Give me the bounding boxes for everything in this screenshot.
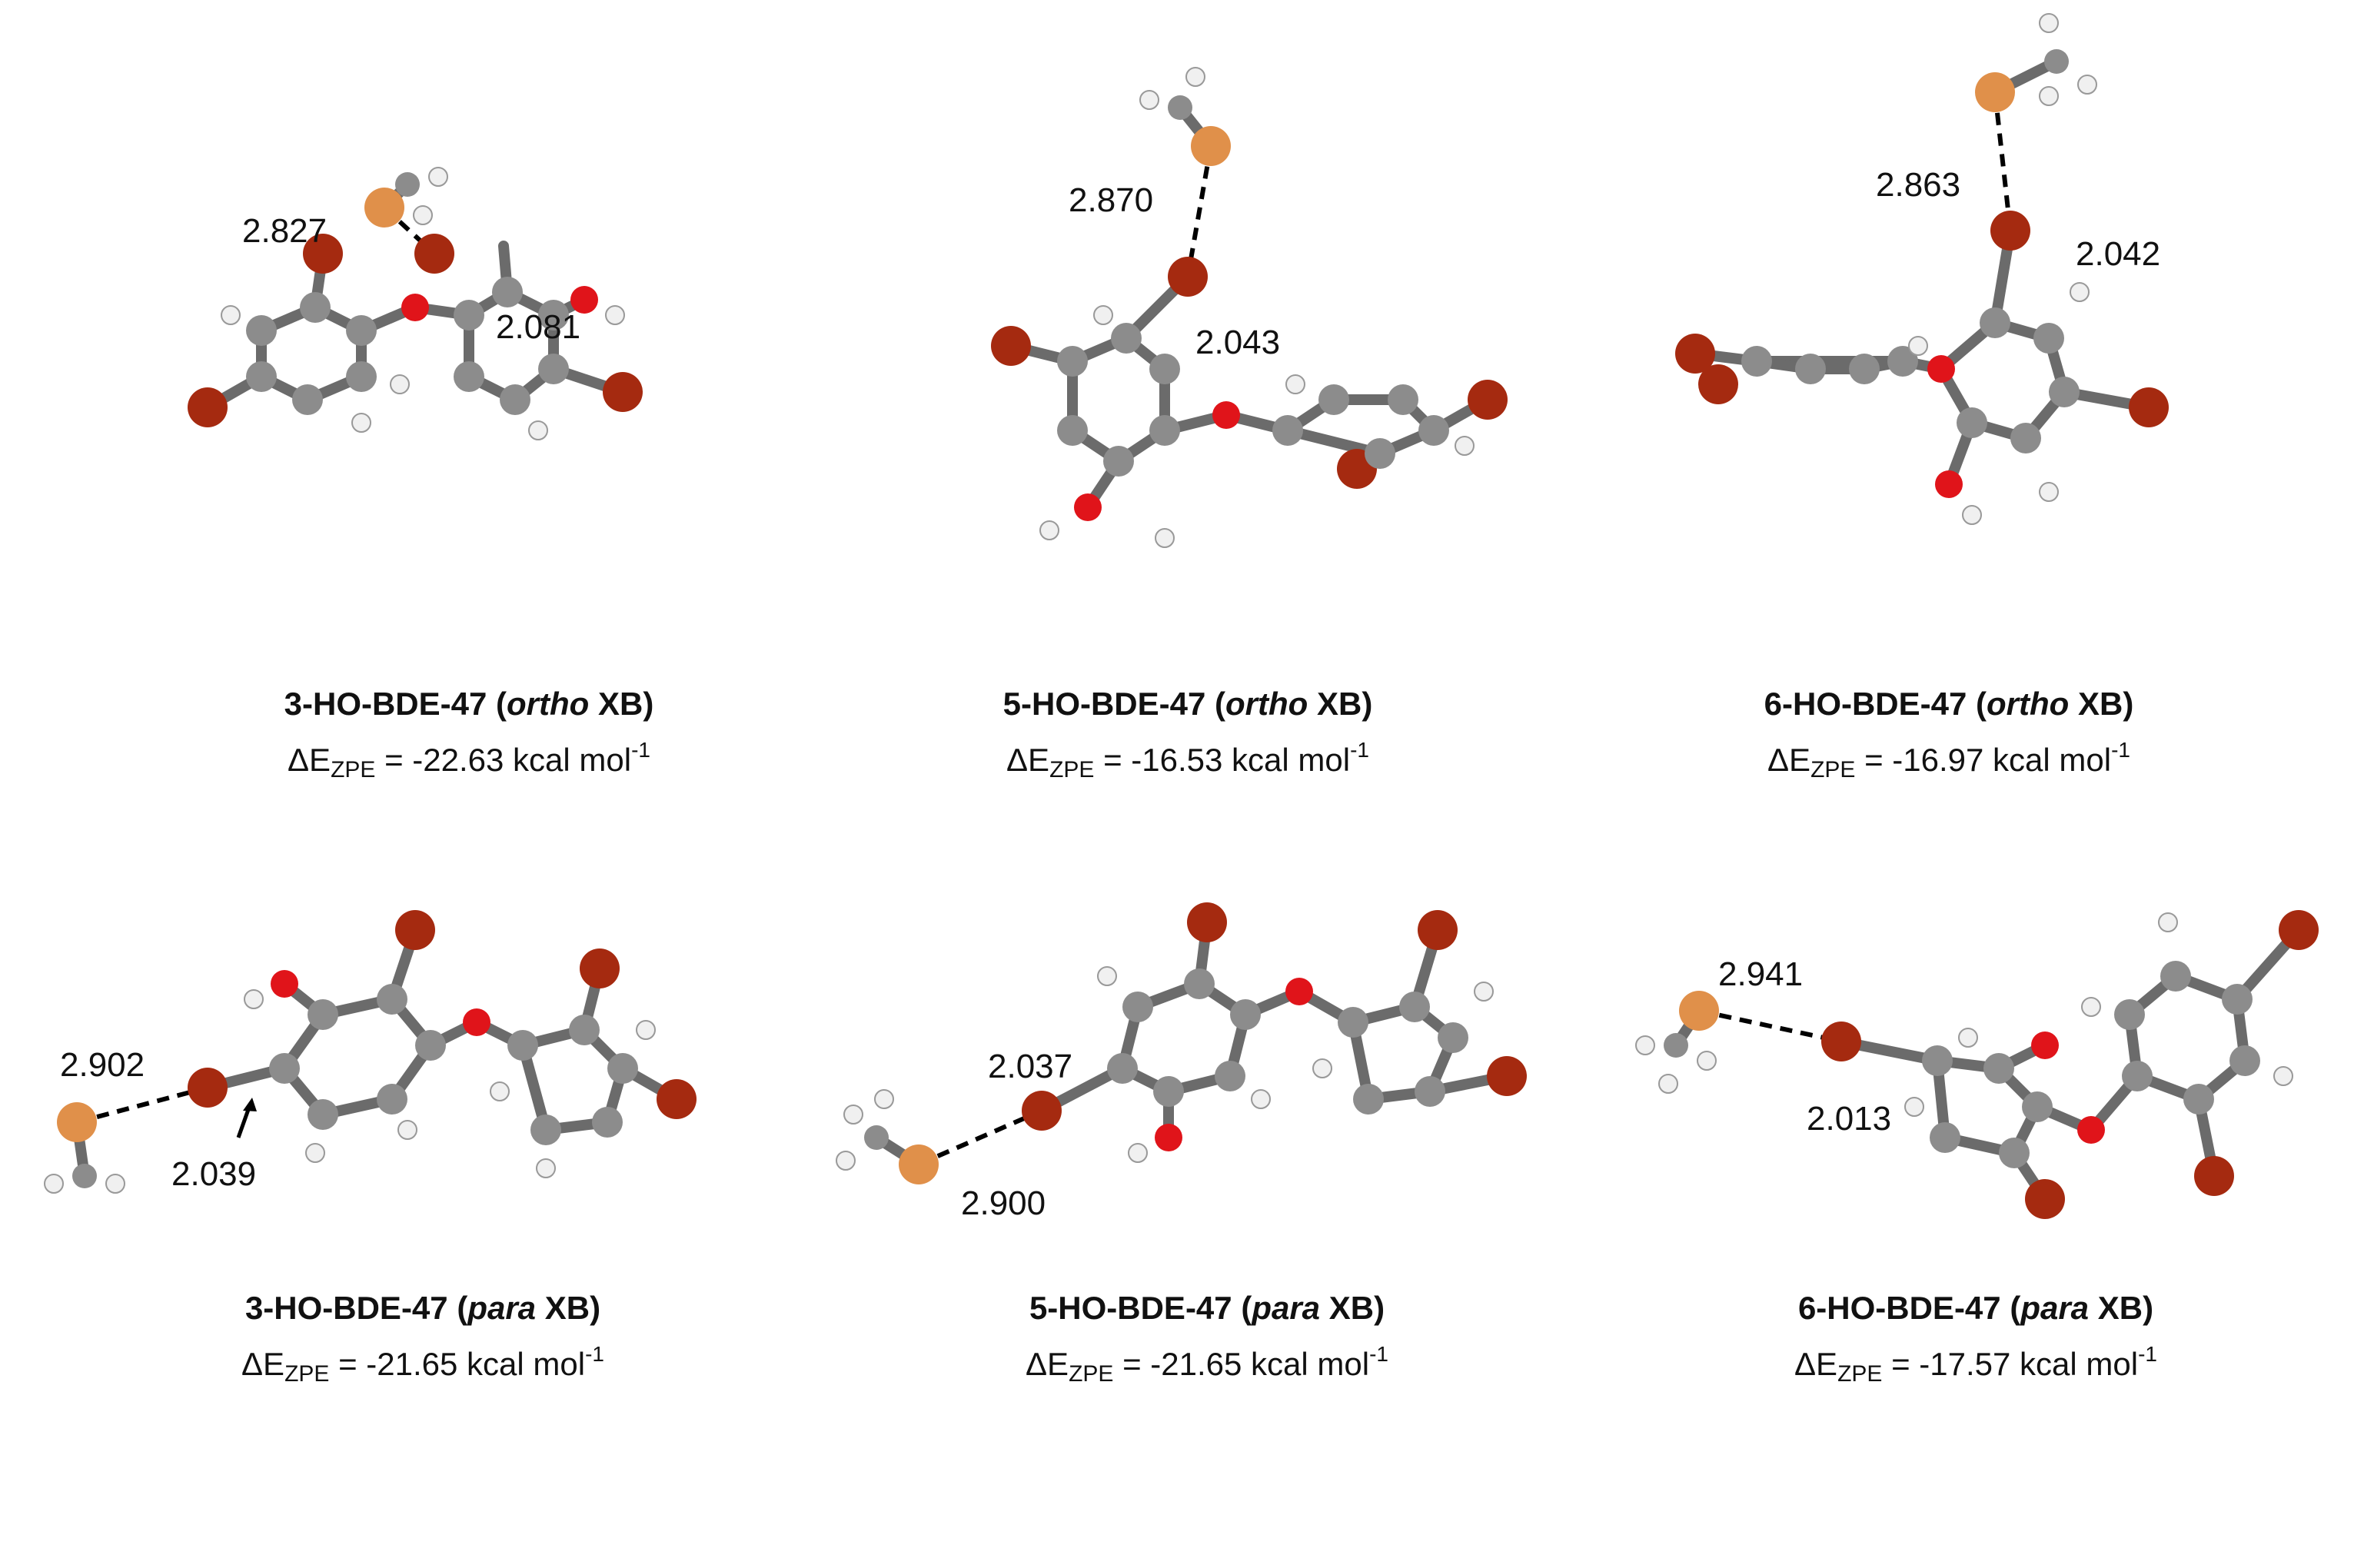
caption-title: 3-HO-BDE-47 (ortho XB) xyxy=(284,686,654,722)
distance-cbr-label: 2.013 xyxy=(1807,1100,1891,1138)
panel-5-ho-bde-47-para: 2.037 2.900 5-HO-BDE-47 (para XB) ΔEZPE … xyxy=(815,876,1599,1568)
panel-3-ho-bde-47-para: 2.902 2.039 3-HO-BDE-47 (para XB) ΔEZPE … xyxy=(31,876,815,1568)
caption: 6-HO-BDE-47 (ortho XB) ΔEZPE = -16.97 kc… xyxy=(1557,684,2341,790)
caption: 5-HO-BDE-47 (ortho XB) ΔEZPE = -16.53 kc… xyxy=(796,684,1580,790)
caption: 5-HO-BDE-47 (para XB) ΔEZPE = -21.65 kca… xyxy=(815,1288,1599,1394)
panel-6-ho-bde-47-ortho: 2.863 2.042 6-HO-BDE-47 (ortho XB) ΔEZPE… xyxy=(1557,0,2341,782)
distance-xb-label: 2.941 xyxy=(1718,955,1803,993)
caption-title: 5-HO-BDE-47 (ortho XB) xyxy=(1002,686,1373,722)
caption-energy: ΔEZPE = -21.65 kcal mol-1 xyxy=(241,1342,604,1387)
caption: 3-HO-BDE-47 (para XB) ΔEZPE = -21.65 kca… xyxy=(31,1288,815,1394)
distance-xb-label: 2.827 xyxy=(242,212,327,250)
molecule-6-ho-ortho: 2.863 2.042 xyxy=(1675,13,2169,525)
caption-energy: ΔEZPE = -16.53 kcal mol-1 xyxy=(1006,738,1369,782)
panel-5-ho-bde-47-ortho: 2.870 2.043 5-HO-BDE-47 (ortho XB) ΔEZPE… xyxy=(796,0,1580,782)
caption-energy: ΔEZPE = -16.97 kcal mol-1 xyxy=(1767,738,2130,782)
molecule-5-ho-ortho: 2.870 2.043 xyxy=(991,67,1508,548)
distance-xb-label: 2.870 xyxy=(1069,181,1153,219)
distance-xb-label: 2.902 xyxy=(60,1046,145,1084)
distance-cbr-label: 2.037 xyxy=(988,1048,1072,1085)
distance-cbr-label: 2.043 xyxy=(1195,324,1280,361)
caption-energy: ΔEZPE = -22.63 kcal mol-1 xyxy=(287,738,650,782)
distance-cbr-label: 2.039 xyxy=(171,1155,256,1193)
panel-6-ho-bde-47-para: 2.941 2.013 6-HO-BDE-47 (para XB) ΔEZPE … xyxy=(1584,876,2368,1568)
molecule-5-ho-para: 2.037 2.900 xyxy=(836,902,1527,1222)
caption-title: 5-HO-BDE-47 (para XB) xyxy=(1029,1290,1385,1326)
caption-title: 6-HO-BDE-47 (ortho XB) xyxy=(1764,686,2134,722)
caption-energy: ΔEZPE = -21.65 kcal mol-1 xyxy=(1025,1342,1388,1387)
figure: 2.827 2.081 3-HO-BDE-47 (ortho XB) ΔEZPE… xyxy=(44,0,2341,1387)
distance-cbr-label: 2.081 xyxy=(496,308,580,346)
molecule-3-ho-ortho: 2.827 2.081 xyxy=(188,167,643,440)
molecule-6-ho-para: 2.941 2.013 xyxy=(1635,910,2319,1219)
caption: 6-HO-BDE-47 (para XB) ΔEZPE = -17.57 kca… xyxy=(1584,1288,2368,1394)
molecule-3-ho-para: 2.902 2.039 xyxy=(44,910,697,1194)
caption-title: 6-HO-BDE-47 (para XB) xyxy=(1797,1290,2154,1326)
distance-xb-label: 2.863 xyxy=(1876,166,1960,204)
distance-xb-label: 2.900 xyxy=(961,1184,1046,1222)
caption-title: 3-HO-BDE-47 (para XB) xyxy=(244,1290,601,1326)
distance-cbr-label: 2.042 xyxy=(2076,235,2160,273)
caption: 3-HO-BDE-47 (ortho XB) ΔEZPE = -22.63 kc… xyxy=(77,684,861,790)
panel-3-ho-bde-47-ortho: 2.827 2.081 3-HO-BDE-47 (ortho XB) ΔEZPE… xyxy=(77,0,861,782)
caption-energy: ΔEZPE = -17.57 kcal mol-1 xyxy=(1794,1342,2157,1387)
